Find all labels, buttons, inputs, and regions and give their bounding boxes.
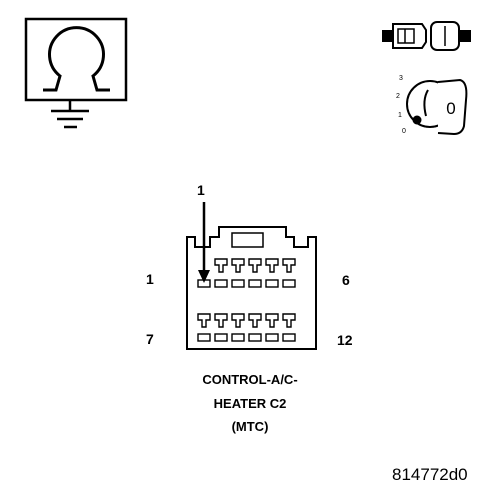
figure-id: 814772d0 [392,465,468,484]
pin-label-12: 12 [337,332,353,348]
pin-latch-tab [265,258,279,273]
pin-label-1: 1 [146,271,154,287]
connector-caption-line-1: CONTROL-A/C- [202,372,298,387]
pin-cavity-3 [231,279,245,288]
connector-disconnect-icon [382,21,471,51]
pin-latch-tab [231,313,245,328]
pin-cavity-11 [265,333,279,342]
pin-latch-tab [248,258,262,273]
ignition-position-2: 2 [396,93,400,100]
connector-caption-line-3: (MTC) [231,419,269,434]
pin-cavity-9 [231,333,245,342]
pin-latch-tab [214,313,228,328]
pin-cavity-7 [197,333,211,342]
pin-label-6: 6 [342,272,350,288]
ignition-key-icon [406,78,468,136]
ohmmeter-ground-icon [24,17,128,129]
pin-cavity-6 [282,279,296,288]
pin-latch-tab [214,258,228,273]
ignition-position-3: 3 [399,75,403,82]
pin-1-callout-arrow [198,202,210,283]
pin-cavity-12 [282,333,296,342]
pin-latch-tab [265,313,279,328]
pin-cavity-8 [214,333,228,342]
pin-latch-tab [282,258,296,273]
pin-latch-tab [282,313,296,328]
pin-cavity-2 [214,279,228,288]
pin-latch-tab [197,313,211,328]
pin-latch-tab [248,313,262,328]
ignition-position-0: 0 [402,128,406,135]
connector-pin-array [197,258,296,342]
ignition-key-label: 0 [446,99,455,118]
pin-callout-number: 1 [197,182,205,198]
pin-cavity-10 [248,333,262,342]
connector-housing [186,226,317,350]
connector-caption-line-2: HEATER C2 [213,396,287,411]
pin-cavity-4 [248,279,262,288]
ignition-position-1: 1 [398,112,402,119]
pin-latch-tab [231,258,245,273]
pin-label-7: 7 [146,331,154,347]
pin-cavity-5 [265,279,279,288]
